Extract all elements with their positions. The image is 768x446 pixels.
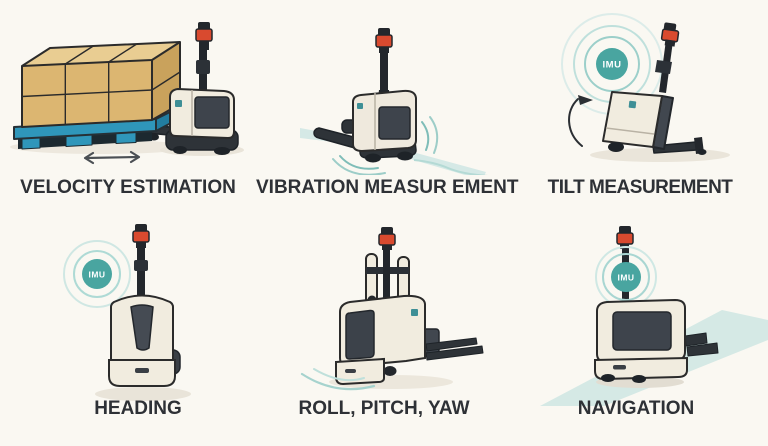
velocity-estimation-illustration [10,22,244,165]
pallet-truck [352,28,417,163]
cell-vibration-measurement: VIBRATION MEASUR EMENT [256,0,519,210]
cell-tilt-measurement: IMU [512,0,768,210]
motion-arrow-icon [83,150,141,165]
cell-velocity-estimation: VELOCITY ESTIMATION [0,0,256,210]
use-case-label: VELOCITY ESTIMATION [20,177,236,198]
vibration-waves-icon [332,116,439,175]
cell-heading: IMU HEADING [0,210,256,446]
use-case-label: NAVIGATION [577,398,695,419]
imu-badge: IMU [63,240,131,308]
sway-arcs-icon [300,368,376,391]
svg-text:IMU: IMU [603,60,622,71]
robot-rear: IMU [594,226,719,383]
cardboard-boxes [21,41,181,128]
robot-rear [108,224,181,387]
beacon-light [378,227,396,250]
beacon-light [616,226,634,249]
navigation-illustration: IMU [540,226,768,406]
pallet-truck [165,22,239,155]
use-case-label: TILT MEASUREMENT [547,177,733,198]
beacon-light [660,22,680,47]
roll-pitch-yaw-illustration [300,227,484,391]
beacon-light [375,28,393,53]
vibration-measurement-illustration [300,28,489,175]
beacon-light [195,22,213,50]
use-case-label: ROLL, PITCH, YAW [298,398,470,419]
tilted-pallet-truck [602,22,707,155]
svg-text:IMU: IMU [617,273,634,283]
use-case-label: HEADING [94,398,182,419]
forklift [335,227,484,386]
use-case-label: VIBRATION MEASUR EMENT [256,177,519,198]
heading-illustration: IMU [63,224,191,401]
tilt-measurement-illustration: IMU [561,13,730,162]
svg-text:IMU: IMU [88,270,105,280]
cell-navigation: IMU NAVIGATION [512,210,768,446]
imu-badge: IMU [595,246,657,308]
pallet [13,102,189,150]
cell-roll-pitch-yaw: ROLL, PITCH, YAW [256,210,512,446]
beacon-light [132,224,150,248]
tilt-arrow-icon [568,95,593,147]
